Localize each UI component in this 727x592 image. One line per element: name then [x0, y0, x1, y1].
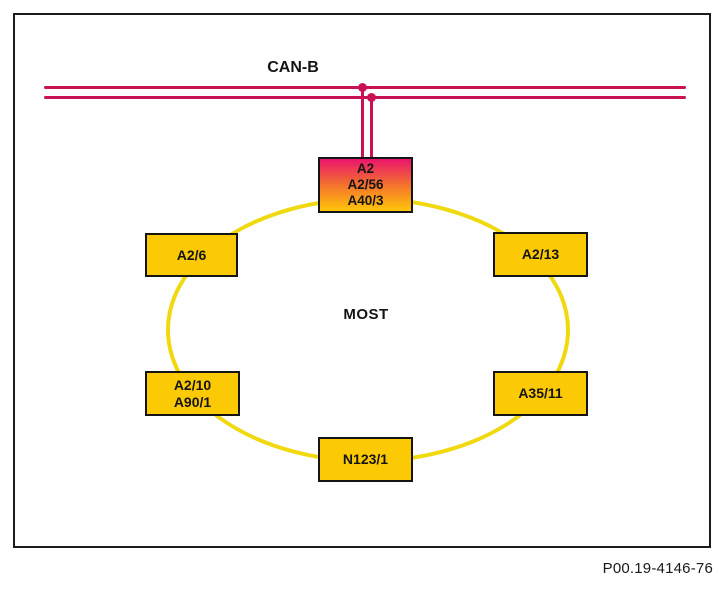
- gateway-node-line-2: A2/56: [347, 177, 384, 192]
- gateway-node-line-3: A40/3: [347, 193, 384, 208]
- bus-drop-wire-right: [370, 98, 373, 158]
- figure-number: P00.19-4146-76: [602, 560, 713, 577]
- gateway-node-line-1: A2: [356, 161, 375, 176]
- most-ring-label: MOST: [343, 306, 389, 323]
- ring-node-label-line-2: A90/1: [173, 393, 212, 410]
- bus-junction-dot-right: [367, 93, 376, 102]
- bus-drop-wire-left: [361, 88, 364, 158]
- ring-node-label: A2/6: [176, 246, 207, 263]
- ring-node-label: A2/13: [521, 246, 560, 262]
- ring-node-label: N123/1: [342, 451, 389, 467]
- ring-node-a2-10-a90-1: A2/10 A90/1: [145, 371, 240, 416]
- ring-node-n123-1: N123/1: [318, 437, 413, 482]
- can-b-bus-wire-bottom: [44, 96, 686, 99]
- can-b-bus-label: CAN-B: [267, 59, 319, 76]
- bus-junction-dot-left: [358, 83, 367, 92]
- ring-node-a35-11: A35/11: [493, 371, 588, 416]
- ring-node-label: A35/11: [518, 385, 563, 401]
- gateway-node-a2: A2 A2/56 A40/3: [318, 157, 413, 213]
- ring-node-label-line-1: A2/10: [173, 376, 212, 393]
- ring-node-a2-13: A2/13: [493, 232, 588, 277]
- ring-node-a2-6: A2/6: [145, 233, 238, 277]
